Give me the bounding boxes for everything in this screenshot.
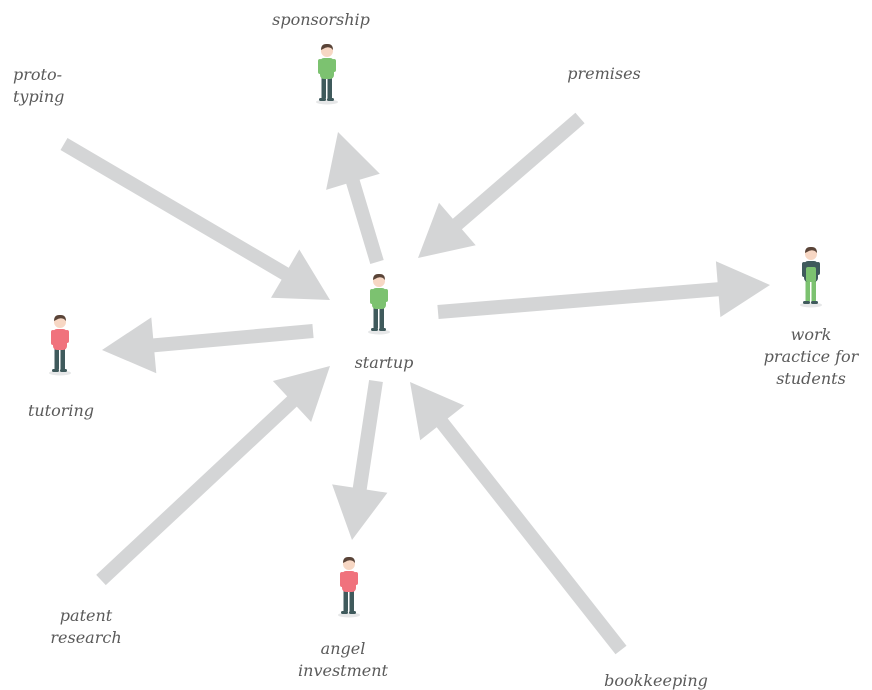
- patent-research-label: patent research: [50, 606, 122, 647]
- arrow-from-patent-research: [96, 366, 330, 586]
- arrow-to-tutoring: [102, 317, 314, 374]
- startup-label: startup: [354, 353, 414, 372]
- arrow-from-bookkeeping: [410, 382, 627, 655]
- angel-investment-label: angel investment: [298, 639, 388, 680]
- tutoring-person-icon: [47, 313, 73, 382]
- arrow-from-premises: [418, 112, 585, 258]
- prototyping-label: proto- typing: [13, 65, 65, 106]
- arrow-to-work-practice: [437, 261, 770, 319]
- arrow-from-prototyping: [60, 138, 330, 300]
- work-practice-label: work practice for students: [763, 325, 859, 388]
- sponsorship-label: sponsorship: [272, 10, 370, 29]
- work-practice-person-icon: [798, 245, 824, 314]
- startup-person-icon: [366, 272, 392, 341]
- arrow-to-sponsorship: [326, 132, 384, 264]
- arrow-to-angel-investment: [332, 380, 388, 540]
- sponsorship-person-icon: [314, 42, 340, 111]
- bookkeeping-label: bookkeeping: [604, 671, 708, 690]
- angel-investment-person-icon: [336, 555, 362, 624]
- tutoring-label: tutoring: [27, 401, 95, 420]
- premises-label: premises: [567, 64, 641, 83]
